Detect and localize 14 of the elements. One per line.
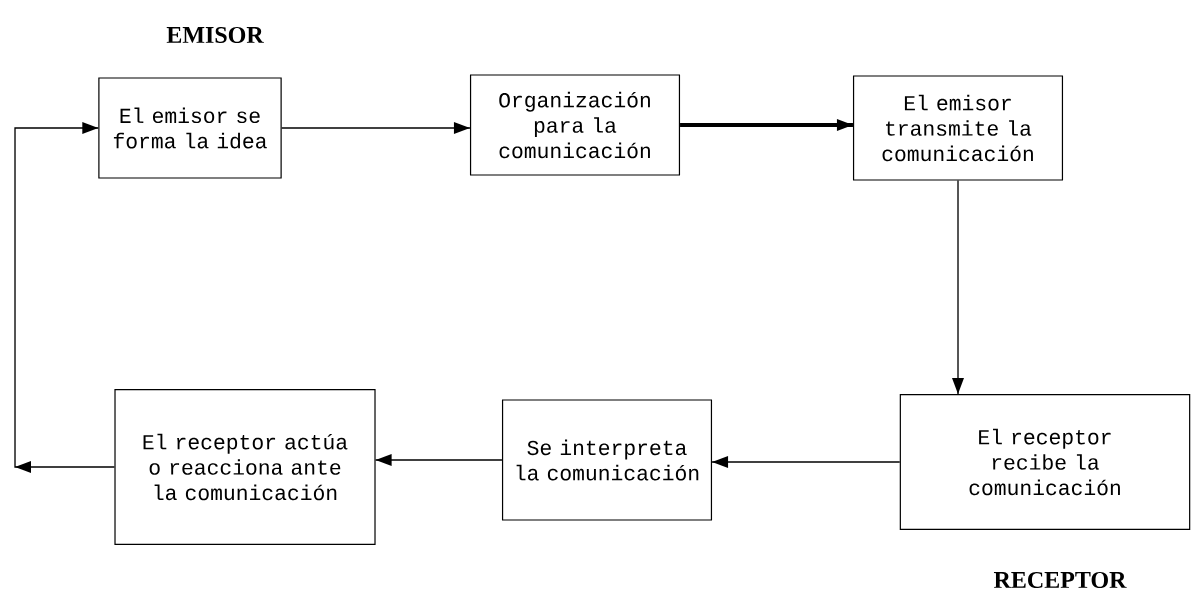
process-box: Se interpreta la comunicación	[501, 399, 713, 521]
arrow	[952, 179, 964, 395]
process-box: El emisor se forma la idea	[98, 77, 282, 179]
arrow	[374, 454, 503, 466]
process-box: El receptor recibe la comunicación	[899, 394, 1191, 530]
process-box: El emisor transmite la comunicación	[852, 75, 1064, 181]
arrow	[711, 456, 901, 468]
arrow	[281, 122, 471, 134]
section-heading: RECEPTOR	[993, 571, 1127, 589]
section-heading: EMISOR	[166, 26, 264, 44]
process-box: Organización para la comunicación	[469, 74, 681, 176]
arrow	[680, 119, 853, 131]
process-box: El receptor actúa o reacciona ante la comunicación	[114, 389, 376, 545]
arrow	[14, 122, 116, 473]
